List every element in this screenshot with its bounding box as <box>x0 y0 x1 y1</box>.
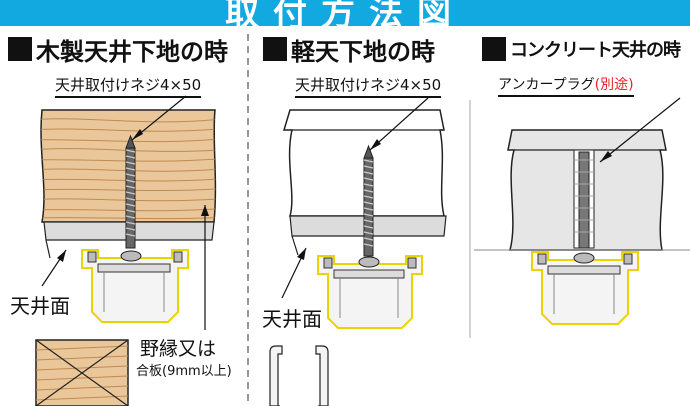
section-title-wood: 木製天井下地の時 <box>36 37 228 66</box>
section-header-concrete: コンクリート天井の時 <box>482 34 681 64</box>
furring-label: 野縁又は <box>140 338 217 360</box>
section-header-wood: 木製天井下地の時 <box>8 34 228 66</box>
section-title-concrete: コンクリート天井の時 <box>510 40 681 61</box>
banner-title: 取付方法図 <box>225 0 465 26</box>
ceiling-face-label-steel: 天井面 <box>262 307 322 331</box>
anchor-note-label: (別途) <box>594 77 634 93</box>
plywood-block <box>35 339 129 406</box>
anchor-plug-label: アンカープラグ <box>498 77 595 93</box>
black-square-icon <box>263 37 287 61</box>
steel-screw <box>363 144 374 257</box>
leader-line <box>599 97 681 163</box>
screw-label-wood: 天井取付けネジ4×50 <box>55 74 202 98</box>
ceiling-rail-wood <box>81 249 189 323</box>
c-channel-profile <box>269 345 329 406</box>
section-title-steel: 軽天下地の時 <box>291 37 435 66</box>
leader-line <box>369 97 429 151</box>
ceiling-face-label-wood: 天井面 <box>10 294 70 318</box>
wood-grain <box>41 117 216 220</box>
title-banner: 取付方法図 <box>0 0 690 26</box>
wood-screw <box>125 134 136 249</box>
section-header-steel: 軽天下地の時 <box>263 34 435 66</box>
black-square-icon <box>482 37 506 61</box>
screw-label-steel: 天井取付けネジ4×50 <box>295 74 442 98</box>
anchor-plug <box>573 149 595 249</box>
anchor-label: アンカープラグ(別途) <box>498 74 634 97</box>
ceiling-rail-concrete <box>531 251 639 325</box>
black-square-icon <box>8 37 32 61</box>
plywood-label: 合板(9mm以上) <box>136 364 232 379</box>
ceiling-rail-steel <box>317 255 423 329</box>
